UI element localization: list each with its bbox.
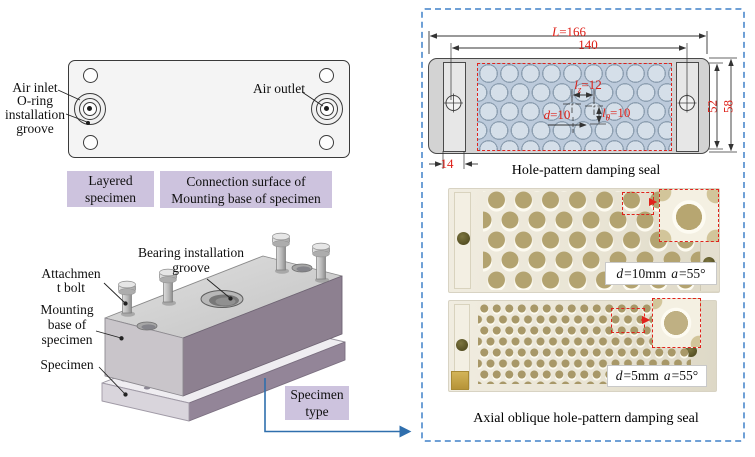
dim-14: 14 [440,156,454,171]
layered-specimen-plate-drawing [68,60,350,158]
tag-line: type [305,404,329,419]
oring-label-line3: groove [16,121,54,136]
label-d-var: d [616,265,624,281]
seal-photo-left-hole [456,339,468,351]
mounting-base-front-face [182,275,343,397]
specimen-type-dashed-panel [421,8,745,442]
seal-end-tab-right [676,62,699,152]
label-d-value: =10mm [624,265,667,281]
detail-inset-d5 [652,298,701,348]
plate-corner-hole [319,135,334,150]
bearing-groove-label-line1: Bearing installation [137,245,245,260]
photo-label-d5: d=5mm a=55° [607,365,707,387]
tag-line: Layered [88,173,133,188]
plate-corner-hole [83,135,98,150]
mounting-base-left-face [104,317,184,397]
tag-line: specimen [85,190,136,205]
dim-58: 58 [720,100,736,113]
label-a-value: =55° [679,265,706,281]
bearing-groove-label-line2: groove [172,260,210,275]
mounting-base-label-line3: specimen [41,332,93,347]
detail-callout-box-d10 [622,192,654,215]
attachment-bolt-label-line1: Attachmen [41,266,101,281]
label-d-value: =5mm [623,368,659,383]
label-d-var: d [615,368,623,383]
detail-inset-d10 [659,189,719,242]
air-inlet-center-dot [86,105,92,111]
dim-ltheta10: lθ=10 [602,105,631,123]
tag-line: Connection surface of [186,173,306,189]
hole-pattern-region [477,63,672,151]
caption-hole-pattern-seal: Hole-pattern damping seal [511,163,661,178]
leader-lines-assembly [95,278,233,397]
mounting-base-label-line2: base of [47,317,87,332]
attachment-bolt-label-line2: t bolt [56,280,86,295]
plate-corner-hole [319,68,334,83]
label-a-var: a [671,265,679,281]
tag-specimen-type: Specimen type [285,386,349,420]
air-outlet-label: Air outlet [252,81,306,96]
mounting-base-label-line1: Mounting [40,302,94,317]
seal-photo-gold-notch [451,371,469,390]
tag-connection-surface: Connection surface of Mounting base of s… [160,171,332,208]
caption-axial-oblique-seal: Axial oblique hole-pattern damping seal [473,411,699,426]
groove-leader-dot [86,121,90,125]
tag-layered-specimen: Layered specimen [67,171,154,207]
dim-52: 52 [704,100,720,113]
oring-label-line1: O-ring [17,93,53,108]
dim-lz12: lz=12 [574,77,602,95]
dim-140: 140 [578,37,598,52]
oring-label-line2: installation [5,107,65,122]
specimen-label: Specimen [40,357,94,372]
tag-line: Specimen [290,387,344,402]
detail-callout-box-d5 [611,308,645,333]
label-a-value: =55° [671,368,699,383]
tag-line: Mounting base of specimen [171,190,321,206]
seal-photo-left-hole [457,232,470,245]
air-inlet-label: Air inlet [12,80,58,95]
seal-end-tab-left [443,62,466,152]
dim-d10: d=10 [543,107,571,122]
dim-L166: L=166 [551,24,587,39]
label-a-var: a [663,368,671,383]
air-outlet-center-dot [323,105,329,111]
plate-corner-hole [83,68,98,83]
bearing-installation-groove [200,290,244,308]
